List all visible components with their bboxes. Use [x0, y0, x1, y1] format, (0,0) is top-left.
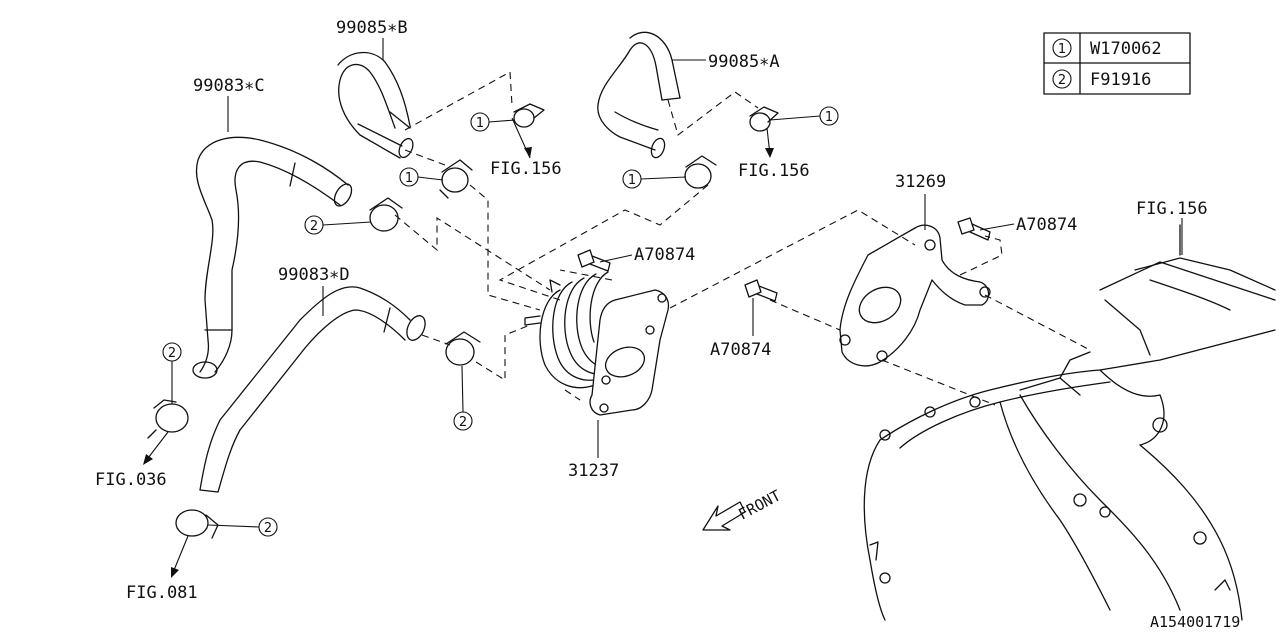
- callout-2-b: 2: [162, 342, 182, 404]
- fig-label-081: FIG.081: [126, 583, 198, 603]
- svg-text:1: 1: [405, 171, 413, 186]
- legend-symbol-1-text: 1: [1058, 42, 1066, 57]
- clamp-1-top-left[interactable]: [513, 103, 545, 128]
- callout-1-d: 1: [769, 106, 839, 126]
- legend-symbol-2: [1052, 69, 1072, 89]
- part-label-31237: 31237: [568, 461, 619, 481]
- bracket-31269[interactable]: [839, 224, 991, 367]
- svg-text:1: 1: [476, 116, 484, 131]
- part-label-99083-c: 99083∗C: [193, 76, 265, 96]
- clamp-1-mid[interactable]: [684, 155, 717, 189]
- svg-text:1: 1: [628, 173, 636, 188]
- part-label-a70874-top: A70874: [634, 245, 695, 265]
- diagram-id: A154001719: [1150, 613, 1240, 631]
- part-label-99085-b: 99085∗B: [336, 18, 408, 38]
- part-label-99083-d: 99083∗D: [278, 265, 350, 285]
- legend-part-2: F91916: [1090, 70, 1151, 90]
- front-label: FRONT: [735, 486, 783, 523]
- legend-symbol-1: [1052, 38, 1072, 58]
- legend-part-1: W170062: [1090, 39, 1162, 59]
- clamp-1-top-mid[interactable]: [439, 159, 473, 199]
- legend-symbol-2-text: 2: [1058, 73, 1066, 88]
- clamp-2-upper[interactable]: [369, 197, 403, 232]
- svg-text:2: 2: [264, 521, 272, 536]
- part-label-a70874-mid: A70874: [710, 340, 771, 360]
- fig-label-156-left: FIG.156: [490, 159, 562, 179]
- fig-label-036: FIG.036: [95, 470, 167, 490]
- clamp-2-lower-mid[interactable]: [445, 331, 481, 366]
- fig-label-156-mid: FIG.156: [738, 161, 810, 181]
- callout-2-a: 2: [304, 215, 372, 235]
- callout-1-a: 1: [470, 112, 516, 132]
- hose-99083-c[interactable]: [192, 136, 355, 379]
- bolt-a70874-right[interactable]: [957, 217, 991, 241]
- svg-text:1: 1: [825, 110, 833, 125]
- svg-text:2: 2: [310, 219, 318, 234]
- callout-2-d: 2: [207, 517, 278, 537]
- bolt-a70874-top[interactable]: [577, 249, 611, 272]
- svg-text:2: 2: [168, 346, 176, 361]
- callout-1-b: 1: [399, 167, 444, 187]
- front-arrow: FRONT: [702, 486, 784, 531]
- callout-1-c: 1: [622, 169, 687, 189]
- svg-text:2: 2: [459, 415, 467, 430]
- clamp-2-bottom[interactable]: [175, 509, 219, 539]
- fig-label-156-right: FIG.156: [1136, 199, 1208, 219]
- callout-2-c: 2: [453, 365, 473, 431]
- part-label-99085-a: 99085∗A: [708, 52, 780, 72]
- fig-081-ref: FIG.081: [126, 535, 198, 603]
- fig-156-mid-ref: FIG.156: [738, 127, 810, 181]
- fig-036-ref: FIG.036: [95, 431, 169, 490]
- hose-99085-b[interactable]: [337, 51, 416, 160]
- part-label-31269: 31269: [895, 172, 946, 192]
- oil-cooler-31237[interactable]: [524, 271, 670, 416]
- fig-156-left-ref: FIG.156: [490, 117, 562, 179]
- hose-99083-d[interactable]: [199, 286, 429, 493]
- hose-99085-a[interactable]: [597, 31, 681, 159]
- fig-156-right-ref: FIG.156: [1136, 199, 1208, 255]
- bolt-a70874-mid[interactable]: [744, 279, 778, 302]
- guide-lines: [394, 71, 1091, 406]
- clamp-1-right-top[interactable]: [749, 106, 779, 132]
- part-label-a70874-right: A70874: [1016, 215, 1077, 235]
- legend-table: 1 W170062 2 F91916: [1043, 32, 1191, 95]
- transmission-case: [863, 224, 1276, 621]
